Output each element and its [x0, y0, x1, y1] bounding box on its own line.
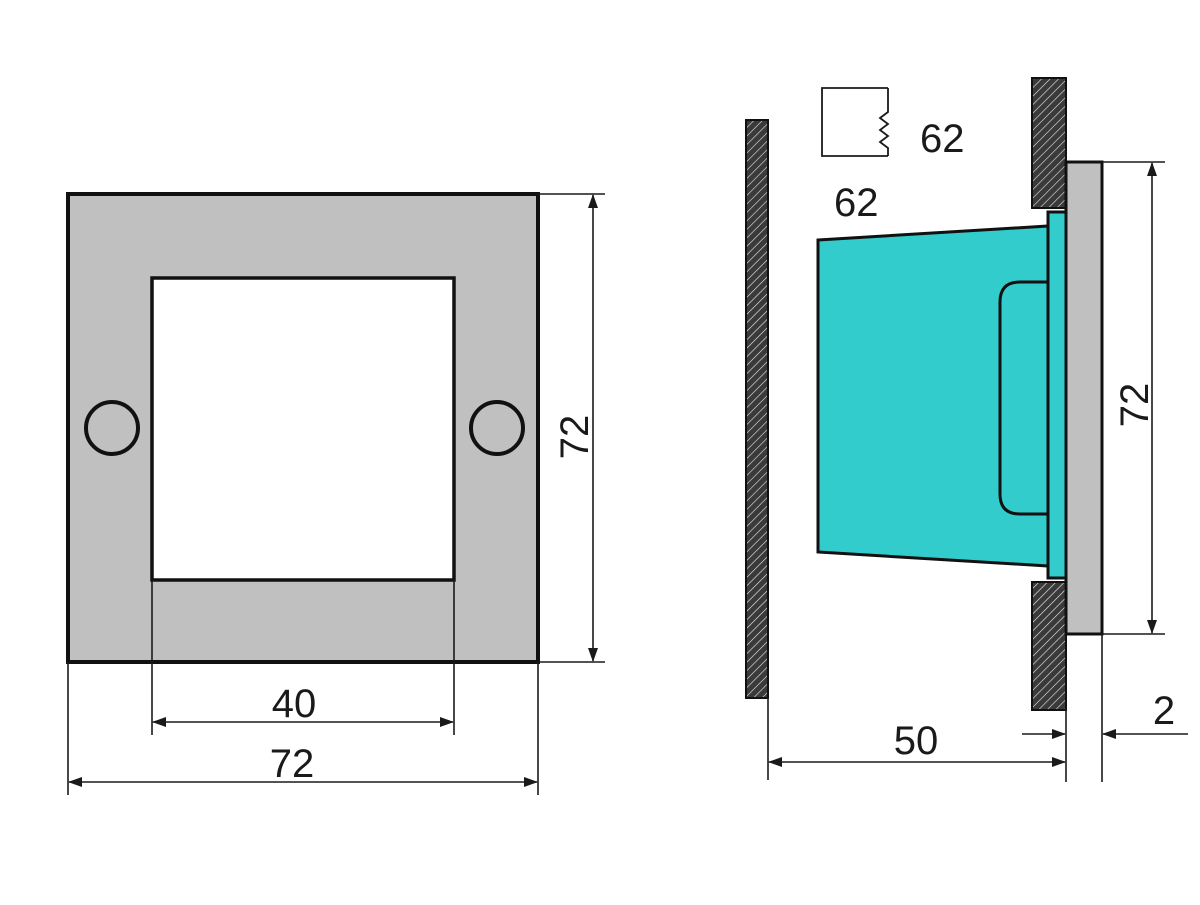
- device-flange: [1046, 210, 1068, 580]
- panel-cutout-label: 62: [834, 181, 879, 225]
- front-view: 40 72 72: [66, 192, 605, 795]
- front-window: [150, 276, 456, 582]
- side-view: 62 62 72 50 2: [745, 77, 1188, 782]
- cutout-width-label: 40: [272, 682, 317, 726]
- panel-cutout-symbol-icon: [821, 87, 888, 157]
- cutout-symbol-label: 62: [920, 117, 965, 161]
- device-clip: [998, 280, 1048, 516]
- device-body: [816, 224, 1050, 568]
- side-bezel: [1064, 160, 1104, 636]
- right-mounting-hole-icon: [469, 400, 525, 456]
- outer-height-label: 72: [553, 415, 597, 460]
- rear-wall-hatch: [745, 119, 769, 699]
- side-height-label: 72: [1113, 383, 1157, 428]
- bezel-thickness-label: 2: [1153, 689, 1175, 733]
- mounting-panel-upper: [1031, 77, 1067, 209]
- outer-width-label: 72: [270, 742, 315, 786]
- left-mounting-hole-icon: [84, 400, 140, 456]
- depth-label: 50: [894, 719, 939, 763]
- mounting-panel-lower: [1031, 581, 1067, 711]
- panel-cutout-zigzag-icon: [878, 88, 890, 156]
